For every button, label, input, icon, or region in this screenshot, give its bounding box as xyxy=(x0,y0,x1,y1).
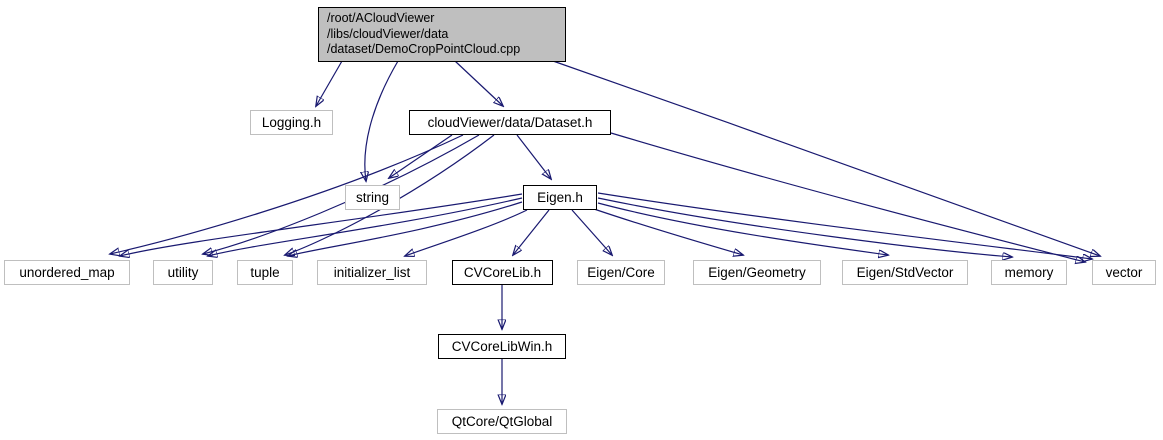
node-tuple: tuple xyxy=(237,260,293,285)
node-vector: vector xyxy=(1092,260,1156,285)
node-cvcorelib-h[interactable]: CVCoreLib.h xyxy=(452,260,553,285)
edge-dataset-vector xyxy=(610,132,1085,262)
edge-cpp-logging xyxy=(316,60,343,106)
cpp-path-line1: /root/ACloudViewer xyxy=(327,11,435,26)
cpp-path-line3: /dataset/DemoCropPointCloud.cpp xyxy=(327,42,521,57)
edge-eigen-cvcorelib xyxy=(513,209,550,255)
edge-eigen-vector xyxy=(597,192,1092,259)
edge-cpp-string xyxy=(365,60,399,181)
edge-eigen-eigen_geometry xyxy=(593,208,743,255)
node-dataset-h[interactable]: cloudViewer/data/Dataset.h xyxy=(409,110,611,135)
node-eigen-core: Eigen/Core xyxy=(577,260,665,285)
node-utility: utility xyxy=(153,260,213,285)
edge-cpp-vector xyxy=(552,60,1100,256)
edge-eigen-eigen_core xyxy=(571,209,612,255)
edge-eigen-unordered_map xyxy=(120,193,523,256)
node-unordered-map: unordered_map xyxy=(4,260,130,285)
edge-dataset-eigen xyxy=(516,134,551,179)
node-eigen-h[interactable]: Eigen.h xyxy=(523,185,597,210)
edge-dataset-string xyxy=(389,134,453,178)
node-qtcore-qtglobal: QtCore/QtGlobal xyxy=(437,409,567,434)
edge-eigen-utility xyxy=(208,197,523,256)
node-cvcorelibwin-h[interactable]: CVCoreLibWin.h xyxy=(438,334,566,359)
node-memory: memory xyxy=(991,260,1067,285)
edge-eigen-memory xyxy=(597,197,1012,257)
node-eigen-geometry: Eigen/Geometry xyxy=(693,260,821,285)
edge-dataset-unordered_map xyxy=(110,134,464,254)
edge-dataset-tuple xyxy=(285,134,495,255)
edge-dataset-utility xyxy=(203,134,480,254)
edge-eigen-tuple xyxy=(288,201,523,256)
edge-cpp-dataset xyxy=(454,60,503,106)
cpp-path-line2: /libs/cloudViewer/data xyxy=(327,26,449,41)
node-string: string xyxy=(345,185,400,210)
node-initializer-list: initializer_list xyxy=(317,260,427,285)
node-democroppointcloud-cpp: /root/ACloudViewer /libs/cloudViewer/dat… xyxy=(318,7,566,62)
edge-eigen-eigen_stdvector xyxy=(597,202,888,255)
node-logging-h: Logging.h xyxy=(250,110,333,135)
node-eigen-stdvector: Eigen/StdVector xyxy=(842,260,968,285)
edge-eigen-initializer_list xyxy=(405,209,528,256)
